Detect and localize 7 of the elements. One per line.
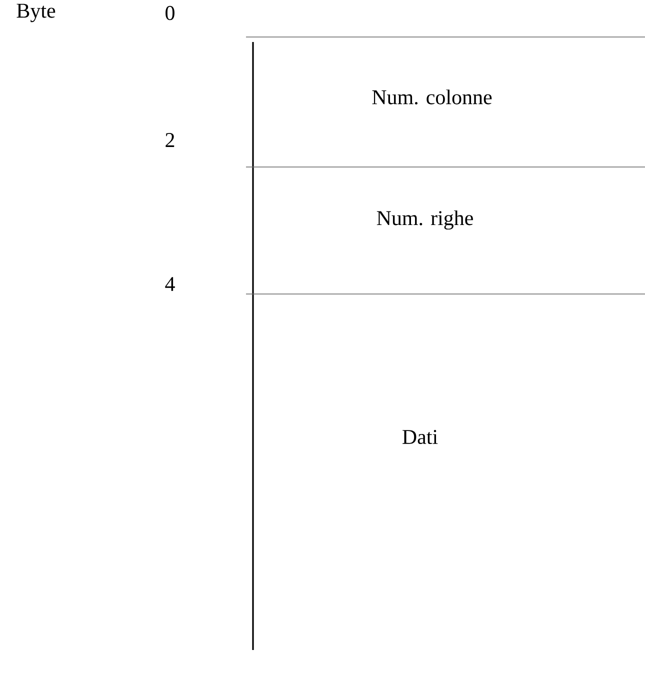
- field-label: Dati: [402, 430, 438, 444]
- field-label: Num. righe: [376, 210, 473, 230]
- header-label: Byte: [16, 4, 56, 22]
- offset-number: 4: [165, 277, 175, 291]
- offset-number: 0: [166, 6, 174, 20]
- field-label: Num. colonne: [372, 90, 492, 104]
- offset-number: 2: [166, 133, 174, 147]
